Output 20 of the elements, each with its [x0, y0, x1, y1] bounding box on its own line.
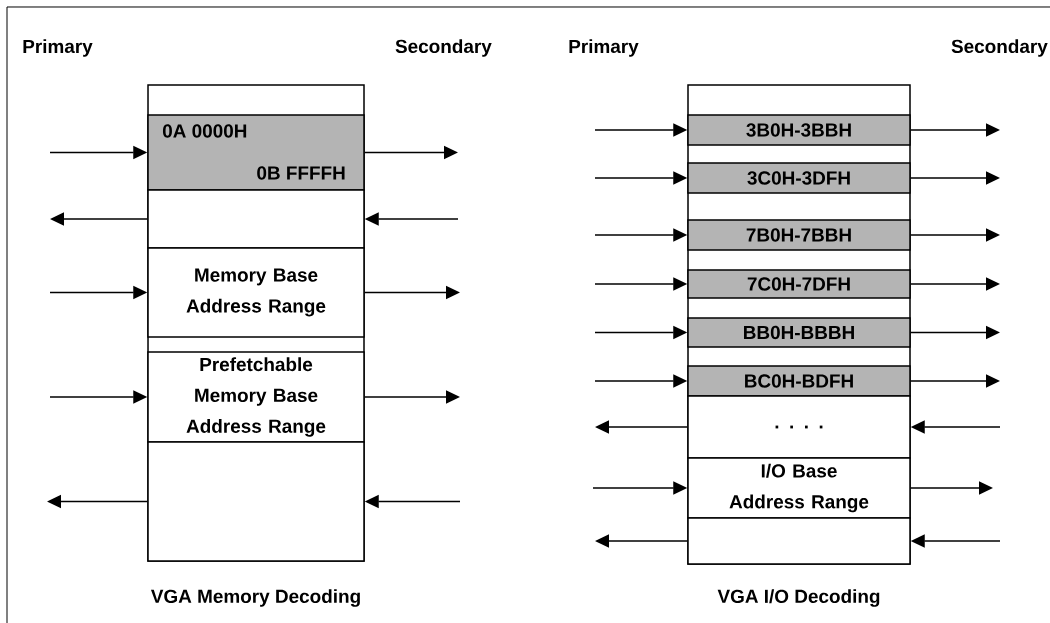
address-band: I/O Base Address Range [687, 457, 911, 519]
address-band: BB0H-BBBH [687, 317, 911, 348]
register-band [147, 189, 365, 249]
address-band: Memory Base Address Range [147, 247, 365, 338]
address-band: 3C0H-3DFH [687, 162, 911, 194]
address-band: 7C0H-7DFH [687, 269, 911, 299]
diagram-caption: VGA I/O Decoding [717, 589, 880, 607]
address-band: Prefetchable Memory Base Address Range [147, 351, 365, 443]
side-label: Primary [569, 39, 639, 57]
address-band: . . . . [687, 395, 911, 459]
address-band: 3B0H-3BBH [687, 114, 911, 146]
address-band: BC0H-BDFH [687, 365, 911, 397]
side-label: Secondary [951, 39, 1048, 57]
register-band [687, 517, 911, 565]
register-band [147, 441, 365, 562]
address-band: 0A 0000H 0B FFFFH [147, 114, 365, 191]
address-band: 7B0H-7BBH [687, 219, 911, 251]
diagram-caption: VGA Memory Decoding [150, 589, 360, 607]
side-label: Primary [23, 39, 93, 57]
side-label: Secondary [395, 39, 492, 57]
